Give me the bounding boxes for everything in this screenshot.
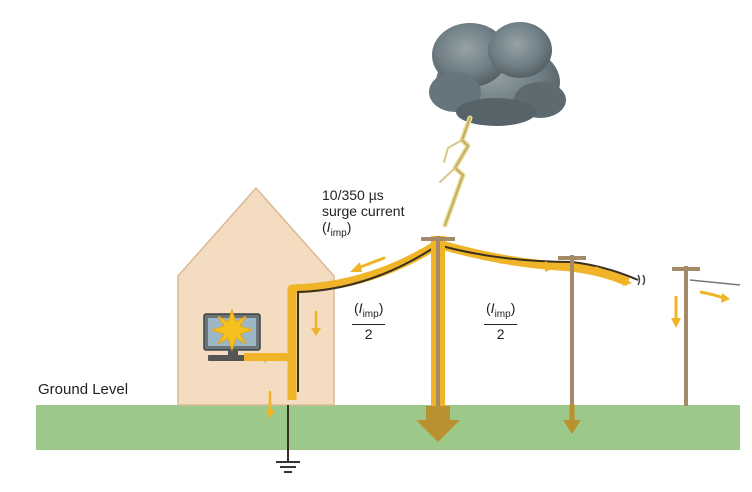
surge-line2: surge current: [322, 203, 405, 219]
fraction-left: (Iimp) 2: [352, 300, 386, 343]
ground-strip: [36, 405, 740, 450]
current-symbol: I: [358, 300, 363, 316]
power-pole-icon: [416, 236, 460, 442]
computer-monitor-icon: [203, 308, 294, 361]
power-pole-icon: [558, 255, 586, 434]
surge-current-label: 10/350 µs surge current (Iimp): [322, 187, 404, 242]
current-subscript: imp: [494, 308, 511, 320]
current-subscript: imp: [330, 227, 347, 239]
cable: [297, 243, 639, 392]
lightning-bolt-icon: [439, 115, 473, 228]
power-pole-icon: [671, 266, 741, 406]
surge-line3: (Iimp): [322, 219, 404, 242]
surge-line1: 10/350 µs: [322, 187, 384, 203]
paren-open: (: [486, 300, 491, 316]
paren-close: ): [510, 300, 516, 316]
paren-close: ): [346, 219, 352, 235]
ground-level-label: Ground Level: [38, 381, 129, 398]
storm-cloud-icon: [429, 22, 566, 126]
fraction-left-numerator: (Iimp): [352, 300, 386, 325]
wire-break-icon: [637, 274, 646, 286]
fraction-right-denominator: 2: [496, 325, 505, 342]
paren-open: (: [354, 300, 359, 316]
flow-arrows: [350, 256, 632, 286]
ground-symbol-icon: [276, 461, 300, 473]
surge-path-to-poles: [436, 239, 630, 287]
fraction-right-numerator: (Iimp): [484, 300, 518, 325]
surge-path-to-house: [287, 240, 441, 400]
current-symbol: I: [490, 300, 495, 316]
paren-close: ): [378, 300, 384, 316]
current-subscript: imp: [362, 308, 379, 320]
house-icon: [177, 186, 335, 406]
paren-open: (: [322, 219, 327, 235]
fraction-right: (Iimp) 2: [484, 300, 518, 343]
current-symbol: I: [326, 219, 331, 235]
fraction-left-denominator: 2: [364, 325, 373, 342]
